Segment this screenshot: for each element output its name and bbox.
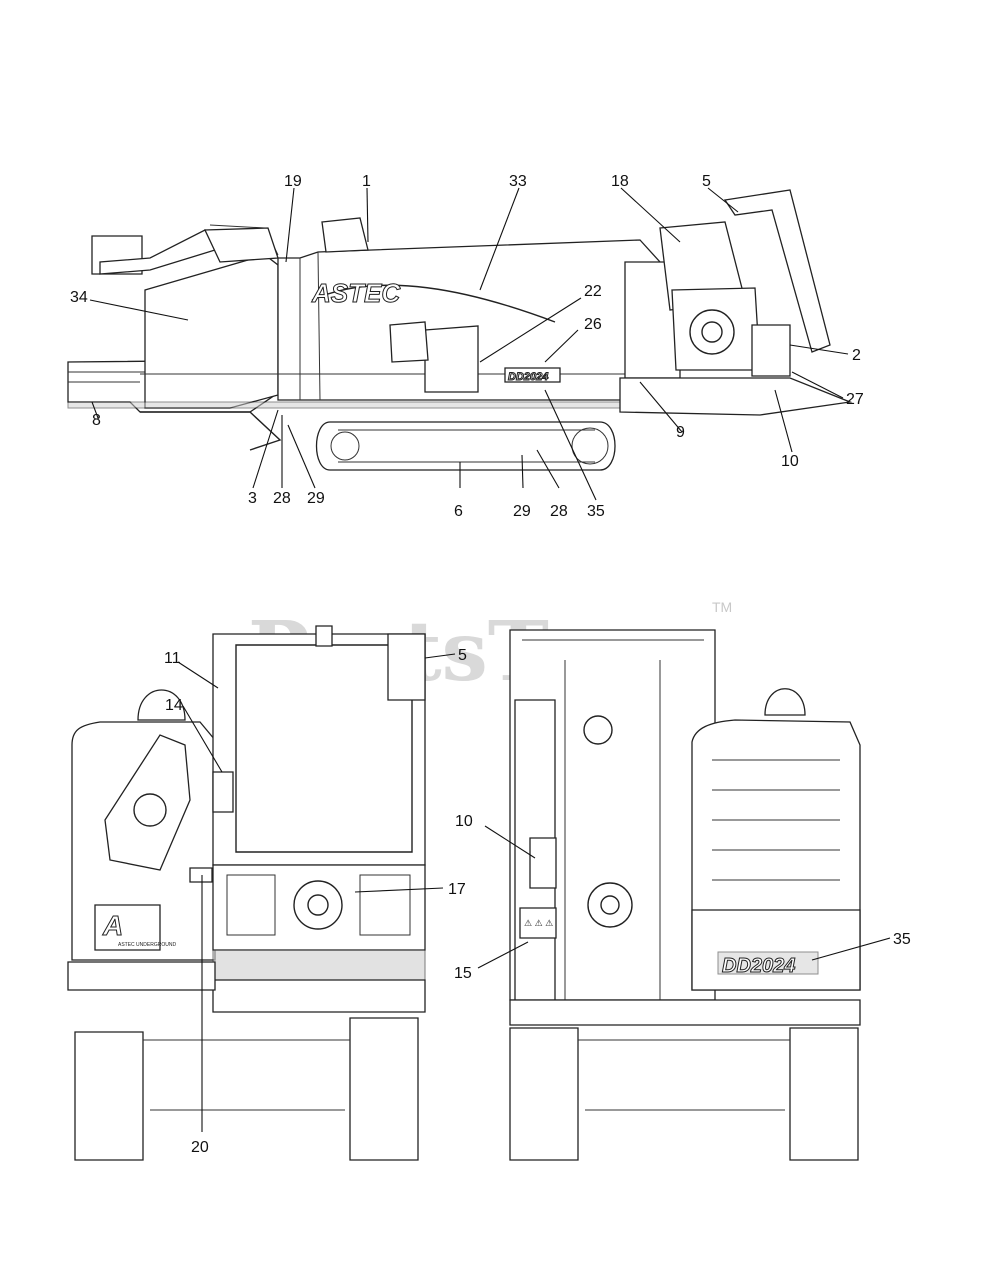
astec-a-logo: A <box>102 910 123 941</box>
callout-5: 5 <box>458 647 467 664</box>
front-view-callouts: 10 15 35 <box>454 813 911 982</box>
side-view-callouts: 19 1 33 18 5 34 22 26 2 27 8 9 10 3 28 2… <box>70 173 864 520</box>
rear-view-callouts: 11 5 14 17 20 <box>164 647 467 1156</box>
callout-29: 29 <box>307 490 325 507</box>
callout-11: 11 <box>164 650 181 667</box>
front-view-leaders <box>477 825 891 969</box>
callout-6: 6 <box>454 503 463 520</box>
watermark-trademark: TM <box>712 599 732 615</box>
callout-8: 8 <box>92 412 101 429</box>
callout-33: 33 <box>509 173 527 190</box>
side-view-leaders <box>89 187 849 501</box>
callout-14: 14 <box>165 697 183 714</box>
model-decal-side: DD2024 <box>508 371 548 383</box>
callout-28: 28 <box>550 503 568 520</box>
callout-17: 17 <box>448 881 466 898</box>
brand-decal-side: ASTEC <box>311 278 401 308</box>
callout-10: 10 <box>781 453 799 470</box>
callout-2: 2 <box>852 347 861 364</box>
callout-10: 10 <box>455 813 473 830</box>
model-decal-front: DD2024 <box>722 955 795 977</box>
rear-view-machine: A ASTEC UNDERGROUND <box>67 625 426 1161</box>
callout-20: 20 <box>191 1139 209 1156</box>
callout-18: 18 <box>611 173 629 190</box>
callout-34: 34 <box>70 289 88 306</box>
callout-19: 19 <box>284 173 302 190</box>
callout-15: 15 <box>454 965 472 982</box>
side-view-machine: ASTEC DD2024 <box>67 189 853 471</box>
callout-5: 5 <box>702 173 711 190</box>
svg-text:⚠ ⚠ ⚠: ⚠ ⚠ ⚠ <box>524 918 553 928</box>
logo-caption: ASTEC UNDERGROUND <box>118 942 176 948</box>
callout-3: 3 <box>248 490 257 507</box>
front-view-machine: ⚠ ⚠ ⚠ DD2024 <box>509 629 861 1161</box>
callout-35: 35 <box>893 931 911 948</box>
rear-view-leaders <box>177 653 456 1132</box>
callout-35: 35 <box>587 503 605 520</box>
callout-1: 1 <box>362 173 371 190</box>
callout-22: 22 <box>584 283 602 300</box>
callout-27: 27 <box>846 391 864 408</box>
callout-26: 26 <box>584 316 602 333</box>
callout-28: 28 <box>273 490 291 507</box>
callout-9: 9 <box>676 424 685 441</box>
callout-29: 29 <box>513 503 531 520</box>
